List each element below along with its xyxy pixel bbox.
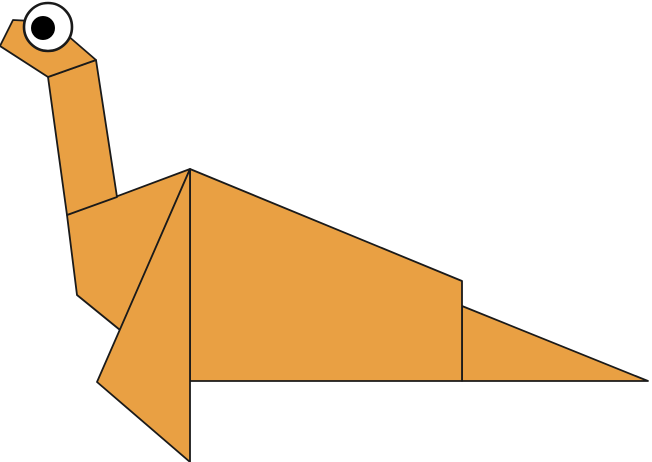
neck — [47, 59, 118, 216]
body-trapezoid — [189, 168, 463, 382]
front-leg-triangle — [96, 168, 191, 462]
eye-pupil — [31, 16, 55, 40]
tail-triangle — [461, 305, 649, 382]
